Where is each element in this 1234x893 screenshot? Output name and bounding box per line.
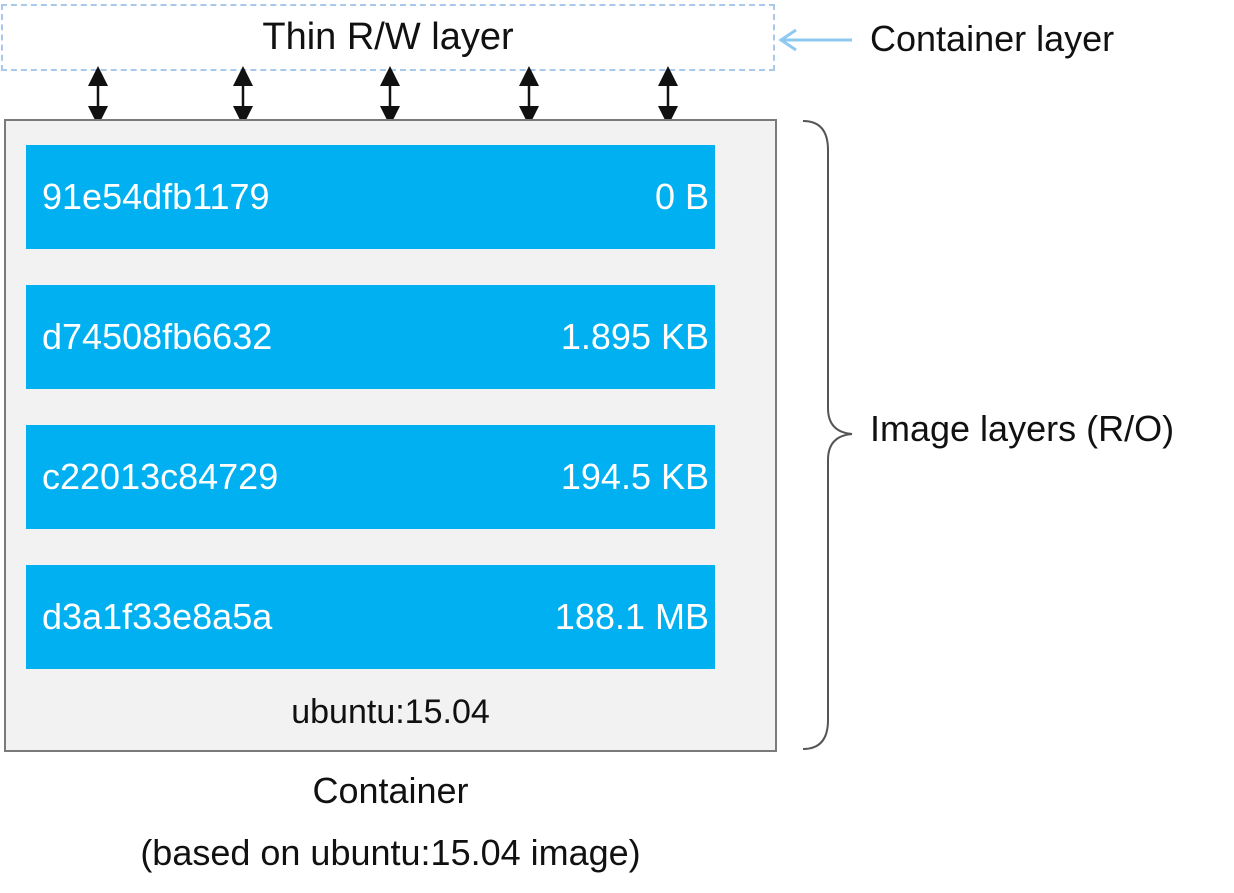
image-layers-box: 91e54dfb1179 0 B d74508fb6632 1.895 KB c… [4,119,777,752]
image-layers-label: Image layers (R/O) [870,408,1175,449]
container-title: Container [312,770,469,811]
image-layer-row: d74508fb6632 1.895 KB [26,285,715,389]
layer-size: 188.1 MB [554,596,709,637]
image-name-label: ubuntu:15.04 [291,693,490,731]
layer-size: 194.5 KB [560,456,709,497]
layer-id: d74508fb6632 [42,316,273,357]
layer-size: 0 B [654,176,709,217]
image-layer-row: d3a1f33e8a5a 188.1 MB [26,565,715,669]
rw-layer-label: Thin R/W layer [262,16,514,58]
layer-id: 91e54dfb1179 [42,176,270,217]
layer-id: d3a1f33e8a5a [42,596,273,637]
container-subtitle: (based on ubuntu:15.04 image) [140,832,641,873]
image-layer-row: 91e54dfb1179 0 B [26,145,715,249]
layer-size: 1.895 KB [560,316,709,357]
layer-id: c22013c84729 [42,456,279,497]
image-layer-row: c22013c84729 194.5 KB [26,425,715,529]
container-layer-label: Container layer [870,18,1115,59]
container-layer-pointer-arrow [778,28,852,52]
image-layers-bracket [802,120,853,750]
